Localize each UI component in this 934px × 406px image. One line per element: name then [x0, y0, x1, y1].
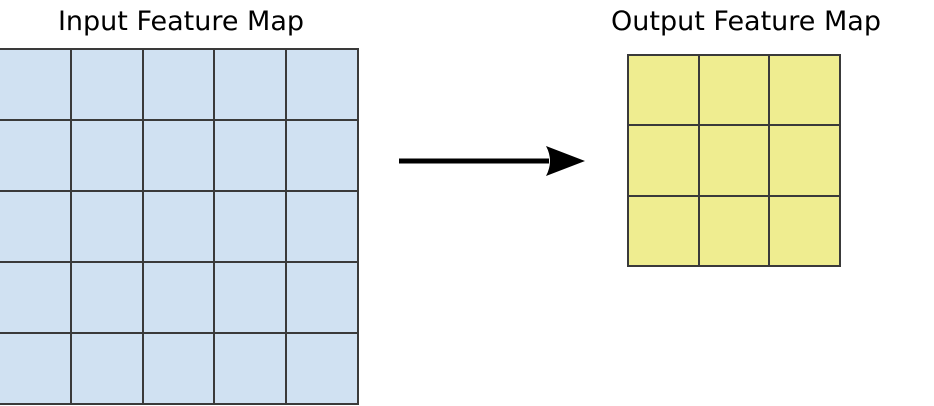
output-cell: [629, 126, 698, 195]
output-cell: [770, 196, 839, 265]
output-cell: [629, 56, 698, 125]
input-cell: [0, 334, 70, 403]
output-feature-map-grid: [627, 54, 841, 267]
input-cell: [71, 192, 142, 261]
output-cell: [770, 56, 839, 125]
input-cell: [287, 50, 357, 119]
input-cell: [71, 263, 142, 332]
output-cell: [629, 196, 698, 265]
input-cell: [71, 50, 142, 119]
input-cell: [143, 121, 214, 190]
input-cell: [215, 334, 286, 403]
input-cell: [143, 263, 214, 332]
input-cell: [0, 263, 70, 332]
input-cell: [215, 121, 286, 190]
input-cell: [215, 192, 286, 261]
input-cell: [143, 50, 214, 119]
input-cell: [287, 334, 357, 403]
input-cell: [71, 334, 142, 403]
input-cell: [0, 192, 70, 261]
input-cell: [215, 263, 286, 332]
input-feature-map-grid: [0, 48, 359, 405]
input-cell: [287, 121, 357, 190]
input-cell: [0, 121, 70, 190]
input-cell: [0, 50, 70, 119]
input-cell: [143, 334, 214, 403]
input-cell: [71, 121, 142, 190]
input-cell: [287, 192, 357, 261]
output-cell: [699, 126, 769, 195]
output-feature-map-title: Output Feature Map: [611, 6, 881, 37]
output-cell: [699, 56, 769, 125]
input-cell: [215, 50, 286, 119]
output-cell: [770, 126, 839, 195]
input-cell: [287, 263, 357, 332]
output-cell: [699, 196, 769, 265]
arrow-right-icon: [399, 146, 585, 176]
input-cell: [143, 192, 214, 261]
input-feature-map-title: Input Feature Map: [57, 6, 305, 37]
